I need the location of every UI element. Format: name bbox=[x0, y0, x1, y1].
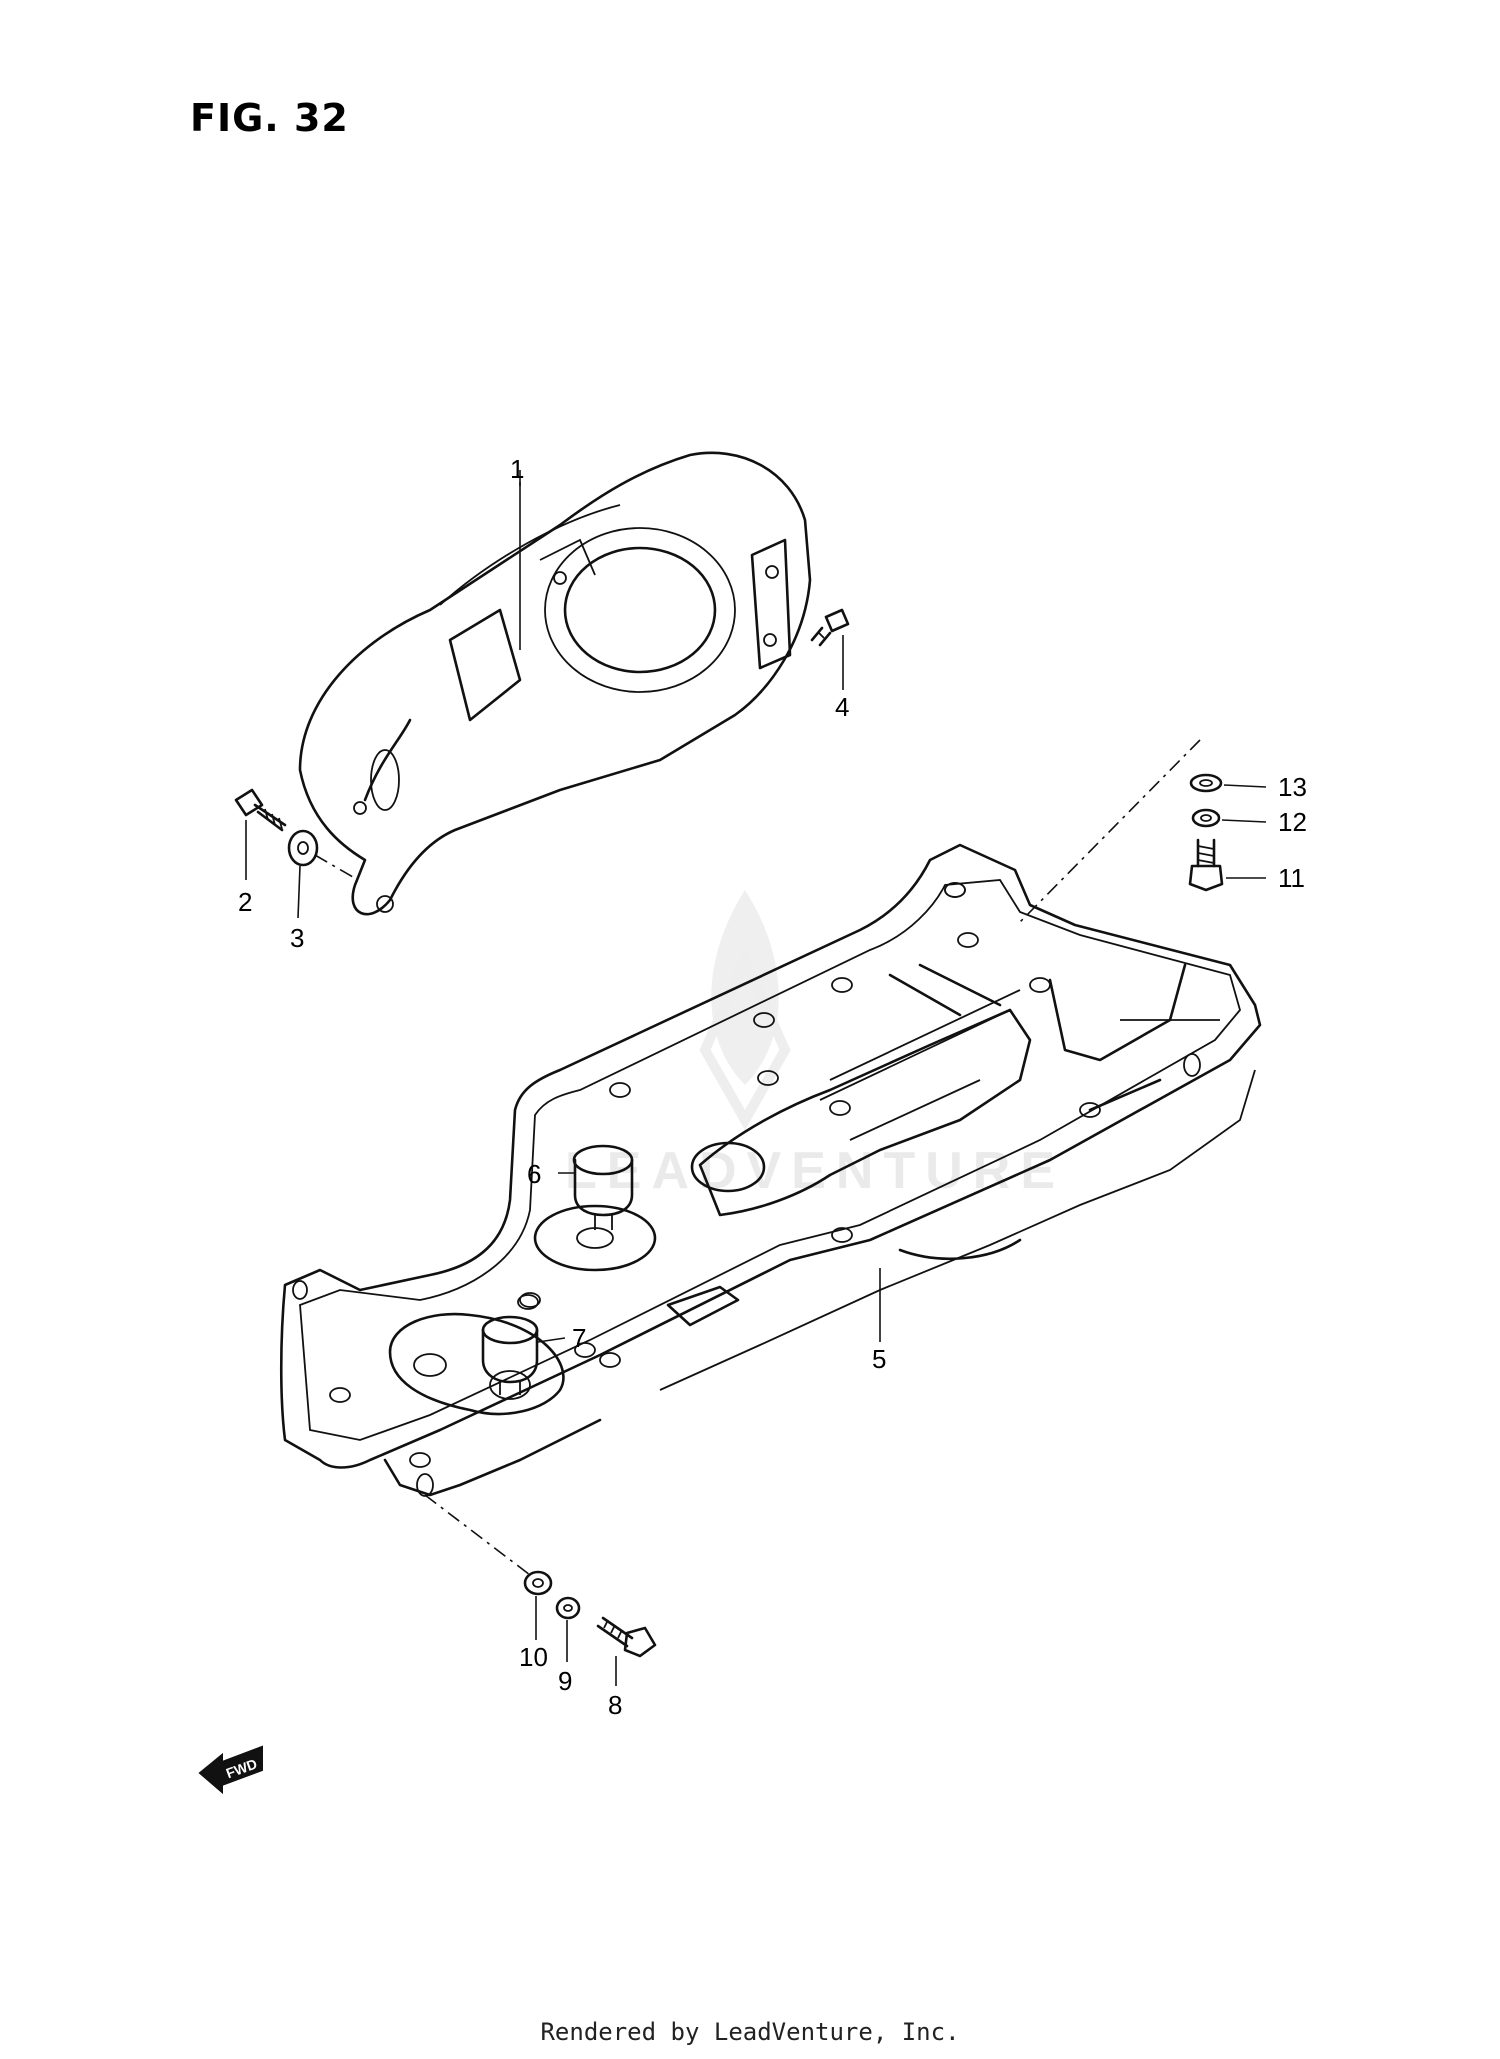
callout-11: 11 bbox=[1278, 863, 1305, 893]
bolt-2 bbox=[234, 788, 287, 832]
callout-13: 13 bbox=[1278, 772, 1307, 802]
callout-4: 4 bbox=[835, 692, 849, 722]
callout-2: 2 bbox=[238, 887, 252, 917]
belt-cover bbox=[298, 451, 812, 916]
fastener-axis-line bbox=[424, 1494, 531, 1576]
callout-labels: 1 2 3 4 5 6 7 8 9 10 11 12 13 bbox=[238, 454, 1307, 1720]
callout-12: 12 bbox=[1278, 807, 1307, 837]
bolt-4 bbox=[810, 608, 850, 647]
callout-1: 1 bbox=[510, 454, 524, 484]
watermark-text: LEADVENTURE bbox=[565, 1142, 1065, 1200]
callout-3: 3 bbox=[290, 923, 304, 953]
watermark-logo: LEADVENTURE bbox=[565, 890, 1065, 1200]
callout-8: 8 bbox=[608, 1690, 622, 1720]
damper-6 bbox=[572, 1144, 634, 1230]
skid-plate bbox=[279, 843, 1262, 1497]
footer-credit: Rendered by LeadVenture, Inc. bbox=[540, 2018, 960, 2046]
callout-10: 10 bbox=[519, 1642, 548, 1672]
damper-7 bbox=[481, 1315, 539, 1395]
fwd-direction-arrow-icon: FWD bbox=[198, 1745, 263, 1795]
fastener-axis-line-right bbox=[1019, 739, 1201, 923]
lock-washer-9 bbox=[555, 1596, 581, 1620]
callout-9: 9 bbox=[558, 1666, 572, 1696]
callout-5: 5 bbox=[872, 1344, 886, 1374]
figure-title: FIG. 32 bbox=[190, 96, 349, 140]
washer-10 bbox=[523, 1570, 553, 1596]
washer-3 bbox=[287, 829, 359, 881]
callout-7: 7 bbox=[572, 1323, 586, 1353]
lock-washer-12 bbox=[1191, 808, 1221, 828]
leader-lines bbox=[245, 482, 1267, 1686]
bolt-11 bbox=[1188, 838, 1224, 892]
washer-13 bbox=[1189, 773, 1223, 793]
bolt-8 bbox=[596, 1616, 657, 1658]
callout-6: 6 bbox=[527, 1159, 541, 1189]
